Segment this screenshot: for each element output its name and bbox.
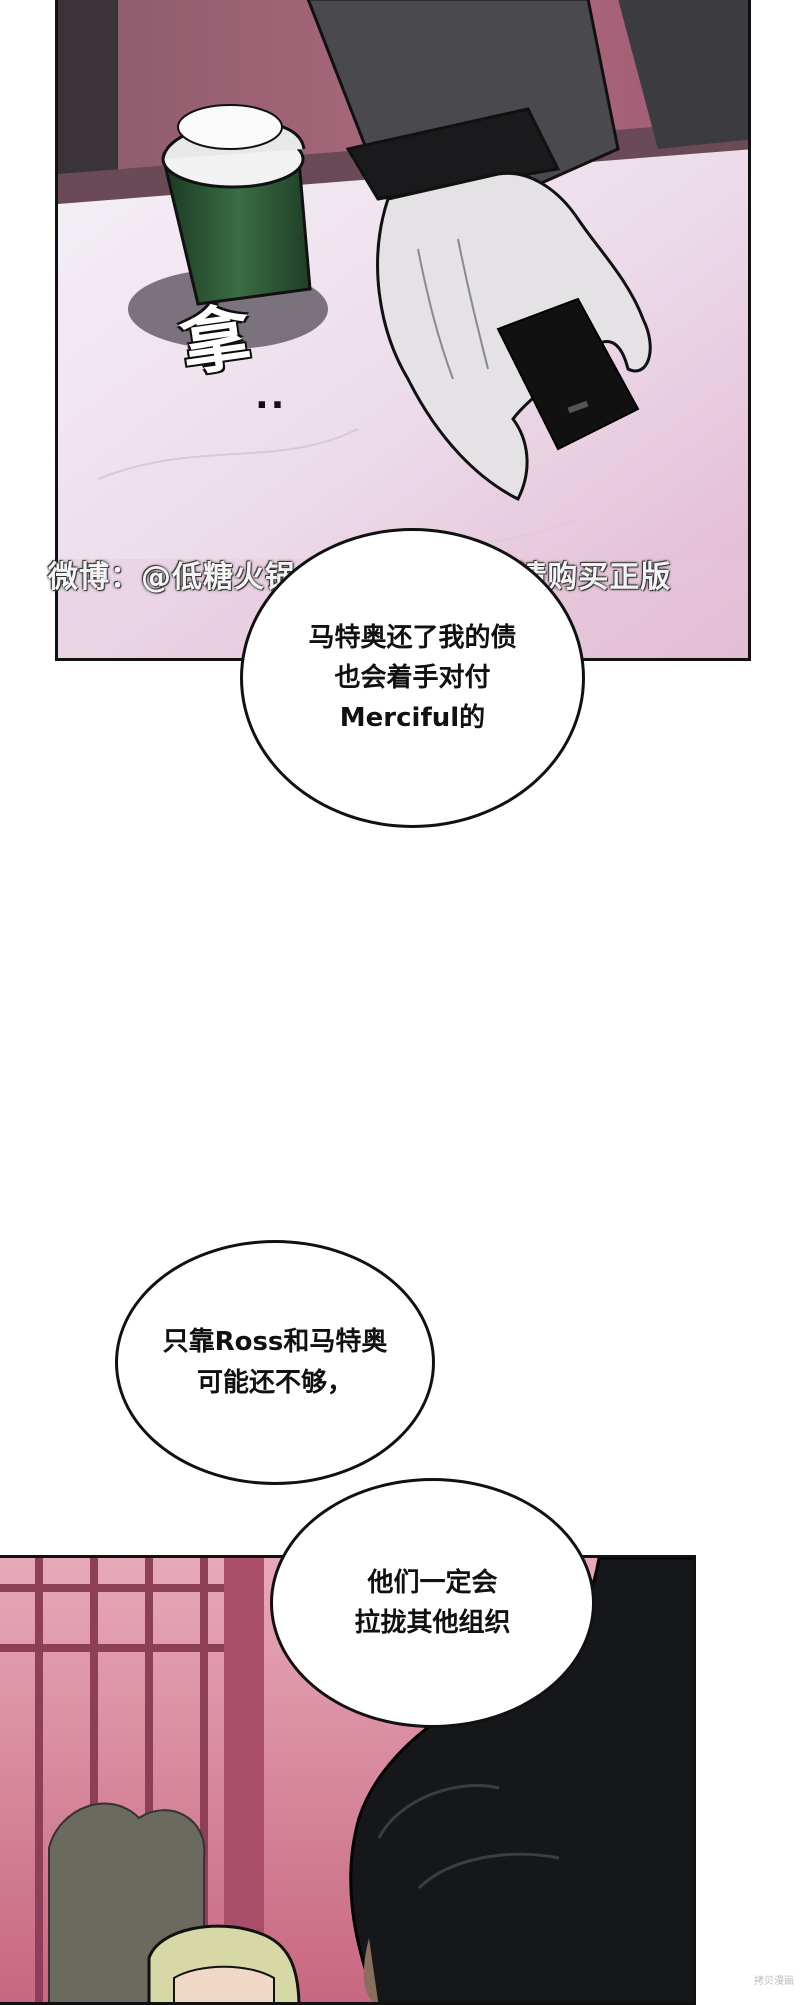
sfx-grab: 拿: [175, 294, 257, 387]
bubble-line: 他们一定会: [367, 1567, 498, 1598]
bubble-line: 可能还不够，: [196, 1367, 353, 1398]
dark-figure: [349, 1558, 693, 2002]
speech-bubble-debt: 马特奥还了我的债 也会着手对付 Merciful的: [240, 528, 585, 828]
bubble-line: 只靠Ross和马特奥: [162, 1327, 388, 1358]
phone: [496, 297, 640, 451]
top-panel: [55, 0, 751, 661]
top-panel-art: [58, 0, 748, 658]
speech-bubble-ross: 只靠Ross和马特奥 可能还不够，: [115, 1240, 435, 1485]
sfx-dots: ··: [255, 385, 287, 426]
arm-sleeve: [306, 0, 748, 201]
bubble-line: 马特奥还了我的债: [308, 622, 517, 653]
bubble-line: Merciful的: [339, 703, 486, 734]
bubble-line: 也会着手对付: [334, 662, 491, 693]
bubble-line: 拉拢其他组织: [354, 1608, 511, 1638]
coffee-cup: [161, 104, 312, 306]
speech-bubble-organizations: 他们一定会 拉拢其他组织: [270, 1478, 595, 1728]
corner-watermark: 拷贝漫画: [754, 1976, 794, 1987]
